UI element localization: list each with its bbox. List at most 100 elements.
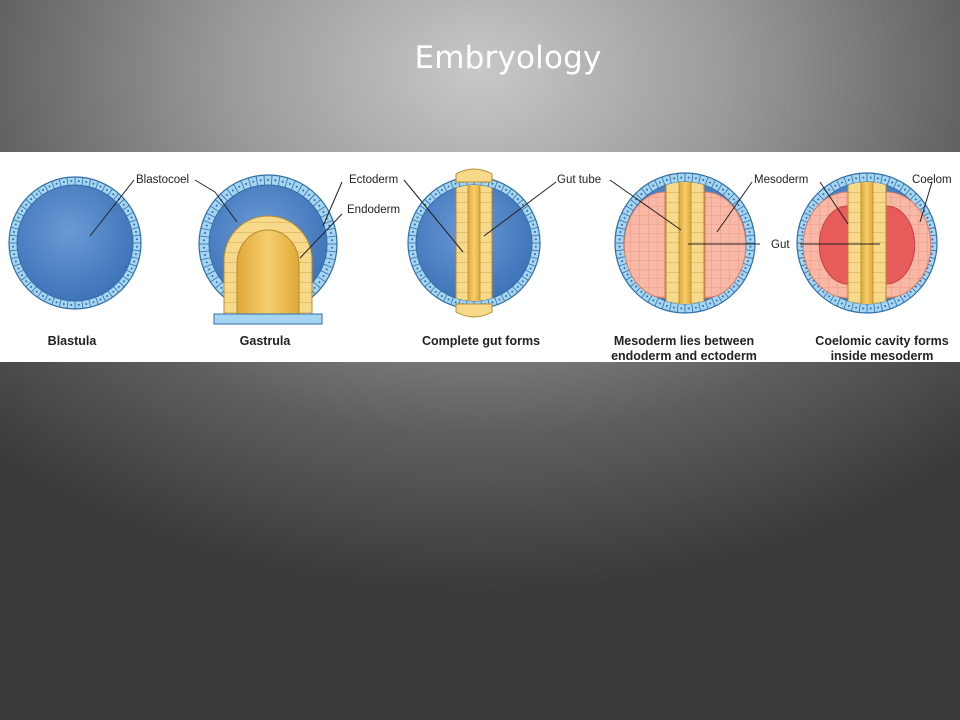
cell-nucleus [411,245,414,248]
cell-nucleus [77,180,80,183]
cell-wall [745,234,755,237]
cell-nucleus [491,182,494,185]
cell-wall [271,175,273,186]
cell-nucleus [694,177,697,180]
cell-nucleus [117,285,120,288]
cell-wall [450,297,454,305]
cell-nucleus [800,245,803,248]
cell-nucleus [862,176,865,179]
cell-wall [732,199,740,206]
cell-nucleus [259,179,262,182]
cell-nucleus [99,298,102,301]
cell-wall [129,263,137,267]
cell-wall [284,177,289,188]
cell-wall [326,235,337,238]
cell-nucleus [803,223,806,226]
cell-nucleus [721,295,724,298]
cell-nucleus [302,189,305,192]
cell-nucleus [828,188,831,191]
cell-nucleus [17,267,20,270]
cell-nucleus [618,245,621,248]
cell-wall [817,193,825,201]
cell-wall [442,184,448,192]
cell-nucleus [267,179,269,181]
cell-wall [226,188,234,197]
cell-wall [530,226,539,230]
cell-wall [13,219,21,223]
cell-nucleus [621,223,624,226]
cell-nucleus [12,238,15,241]
cell-nucleus [884,304,887,307]
cell-wall [525,269,533,275]
cell-nucleus [822,193,825,196]
cell-nucleus [498,185,501,188]
cell-wall [647,183,653,192]
cell-wall [317,276,326,283]
label-gut: Gut [771,239,790,251]
caption-coelomic-line2: inside mesoderm [831,349,934,362]
cell-nucleus [834,299,837,302]
cell-nucleus [208,217,211,220]
cell-wall [317,205,326,212]
cell-wall [58,299,62,308]
cell-wall [16,269,24,275]
cell-wall [200,227,211,231]
cell-nucleus [127,209,130,212]
cell-nucleus [429,198,432,201]
cell-wall [131,256,140,260]
cell-nucleus [914,198,917,201]
cell-nucleus [619,231,622,234]
cell-nucleus [231,189,234,192]
cell-nucleus [245,182,248,185]
cell-wall [429,193,436,200]
cell-wall [408,234,417,237]
label-mesoderm: Mesoderm [754,174,808,186]
cell-nucleus [652,299,655,302]
cell-nucleus [680,307,683,310]
cell-wall [408,249,417,252]
label-endoderm: Endoderm [347,204,400,216]
cell-nucleus [744,216,747,219]
cell-wall [206,270,216,276]
cell-nucleus [322,211,325,213]
cell-wall [528,219,536,223]
cell-wall [531,234,540,237]
cell-nucleus [85,302,88,305]
cell-wall [873,173,876,183]
cell-wall [199,250,210,253]
cell-wall [101,184,107,192]
cell-wall [676,303,679,313]
cell-nucleus [20,274,23,277]
cell-nucleus [903,295,906,298]
cell-wall [880,302,883,312]
cell-nucleus [532,260,535,263]
cell-wall [698,302,701,312]
cell-wall [904,188,911,196]
cell-wall [442,294,448,302]
cell-nucleus [715,184,718,187]
cell-wall [450,181,454,189]
cell-wall [742,219,752,224]
cell-wall [669,302,672,312]
cell-wall [893,179,898,189]
cell-nucleus [35,290,38,293]
cell-nucleus [801,231,804,234]
cell-wall [25,281,32,288]
cell-wall [118,198,125,205]
cell-nucleus [295,185,298,188]
cell-wall [43,294,49,302]
cell-nucleus [749,245,752,248]
cell-nucleus [834,184,837,187]
leader-lines [89,179,933,259]
cell-nucleus [626,210,629,213]
cell-wall [81,300,84,309]
cell-nucleus [48,298,51,301]
cell-nucleus [646,188,649,191]
cell-wall [836,297,841,307]
cell-nucleus [884,179,887,182]
cell-nucleus [440,188,443,191]
cell-nucleus [640,193,643,196]
cell-nucleus [429,285,432,288]
cell-nucleus [505,295,508,298]
cell-nucleus [930,231,933,234]
